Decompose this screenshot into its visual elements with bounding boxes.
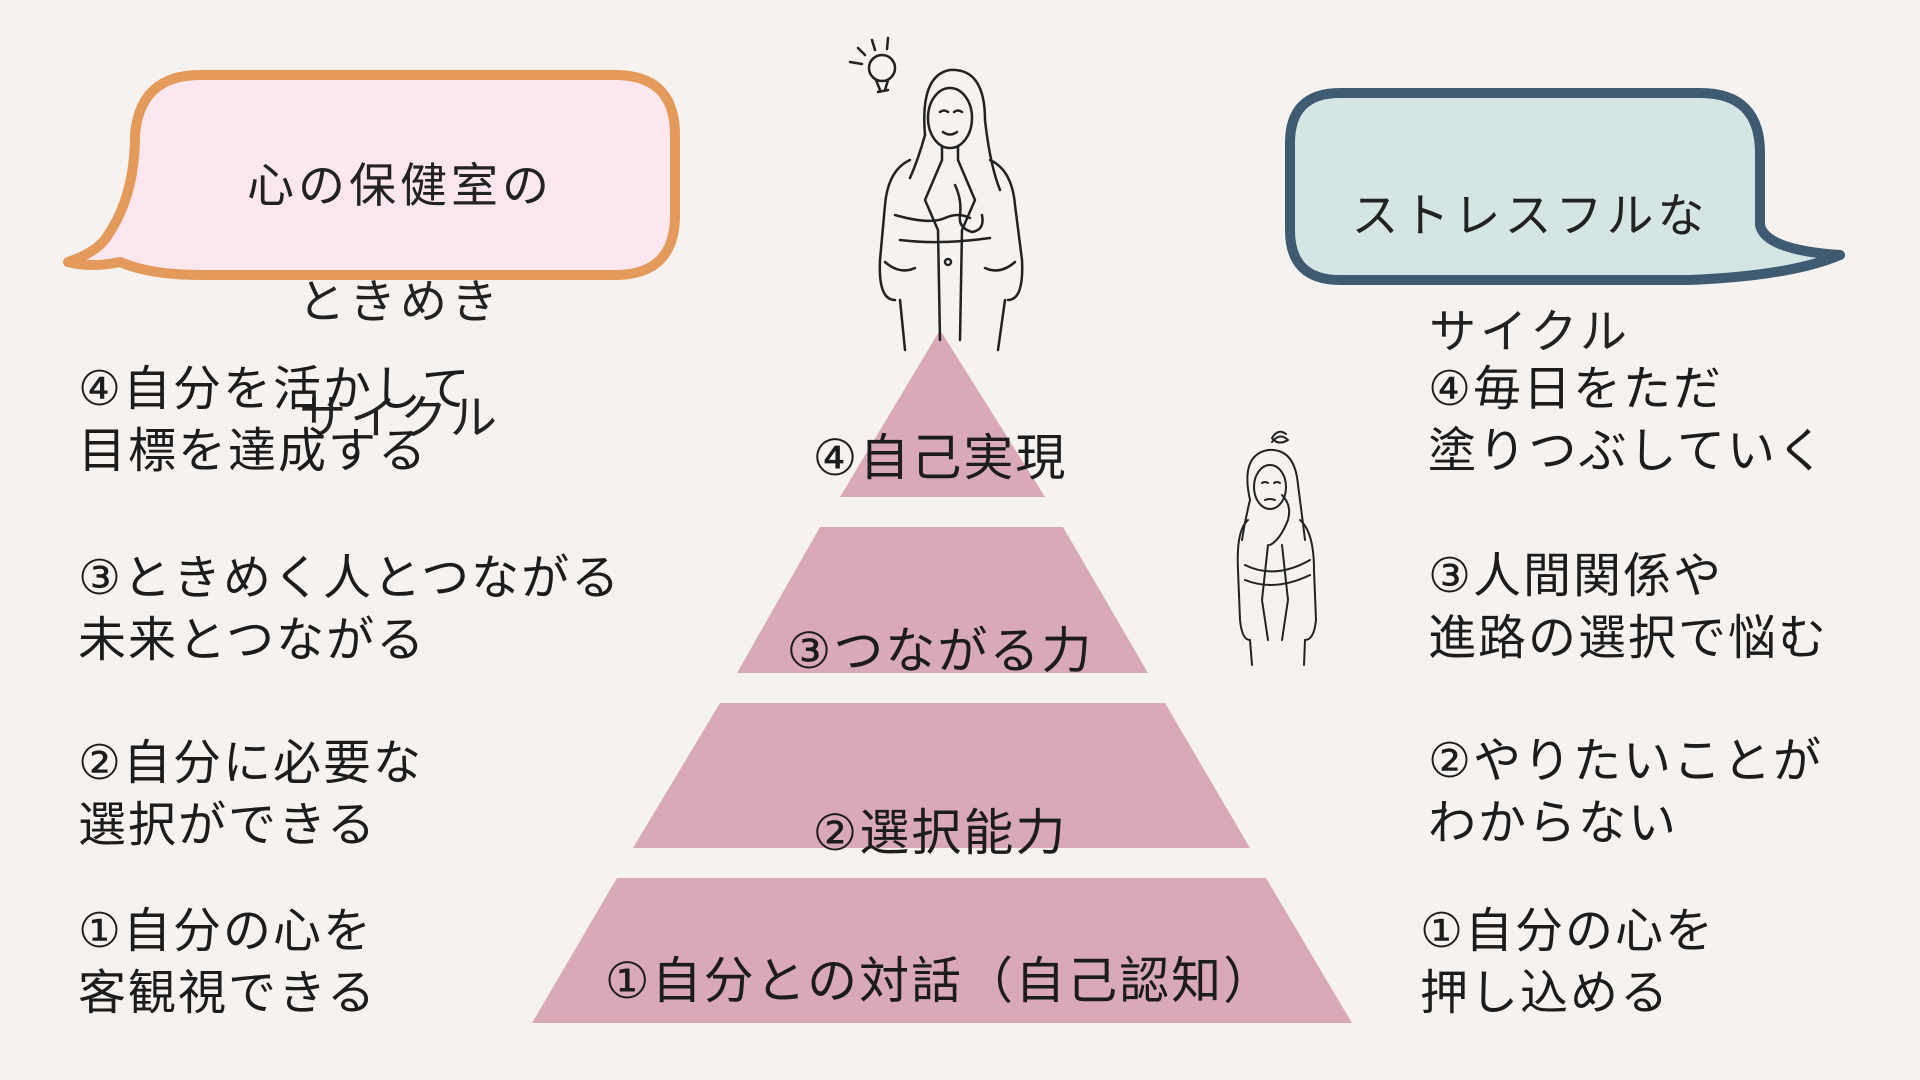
pyramid-label-4: ④自己実現 xyxy=(812,429,1068,487)
pyramid-label-3: ③つながる力 xyxy=(786,622,1094,680)
left-item-line: ②自分に必要な xyxy=(78,735,424,791)
pyramid-tier-3 xyxy=(737,527,1148,673)
bubble-right-shape xyxy=(1285,88,1845,285)
left-item-2: ②自分に必要な 選択ができる xyxy=(78,732,423,856)
bubble-right-line: サイクル xyxy=(1429,305,1631,360)
right-item-line: わからない xyxy=(1428,795,1679,851)
left-item-4: ④自分を活かして 目標を達成する xyxy=(78,358,472,482)
right-item-line: ④毎日をただ xyxy=(1428,361,1724,417)
pyramid-label-1: ①自分との対話（自己認知） xyxy=(604,952,1276,1010)
left-item-line: 客観視できる xyxy=(78,965,378,1021)
lightbulb-icon xyxy=(848,36,897,94)
pyramid-tier-4 xyxy=(840,330,1045,497)
left-item-line: ①自分の心を xyxy=(78,903,374,959)
worried-woman-icon xyxy=(1236,430,1317,666)
left-item-1: ①自分の心を 客観視できる xyxy=(78,900,377,1024)
pyramid-tier-2 xyxy=(633,703,1250,848)
bubble-right-line: ストレスフルな xyxy=(1351,189,1709,244)
pyramid-label-2: ②選択能力 xyxy=(812,804,1068,862)
right-item-line: ①自分の心を xyxy=(1420,903,1716,959)
left-item-line: ④自分を活かして xyxy=(78,361,472,417)
right-item-3: ③人間関係や 進路の選択で悩む xyxy=(1428,545,1828,669)
left-item-line: 未来とつながる xyxy=(78,612,427,668)
right-item-1: ①自分の心を 押し込める xyxy=(1420,900,1715,1024)
right-item-2: ②やりたいことが わからない xyxy=(1428,730,1823,854)
right-item-line: ③人間関係や xyxy=(1428,548,1724,604)
bubble-right-text: ストレスフルな サイクル xyxy=(1300,130,1760,420)
pyramid-tier-1 xyxy=(532,878,1352,1023)
confident-woman-icon xyxy=(878,68,1024,352)
bubble-left-shape xyxy=(63,70,680,280)
right-item-line: ②やりたいことが xyxy=(1428,733,1824,789)
bubble-left-line: サイクル xyxy=(299,391,501,446)
bubble-left-line: 心の保健室の xyxy=(247,159,553,214)
left-item-line: ③ときめく人とつながる xyxy=(78,550,622,606)
left-item-line: 目標を達成する xyxy=(78,423,429,479)
bubble-left-line: ときめき xyxy=(298,275,502,330)
left-item-3: ③ときめく人とつながる 未来とつながる xyxy=(78,547,621,671)
left-item-line: 選択ができる xyxy=(78,797,378,853)
right-item-line: 進路の選択で悩む xyxy=(1428,610,1829,666)
bubble-left-text: 心の保健室の ときめき サイクル xyxy=(160,100,640,506)
right-item-4: ④毎日をただ 塗りつぶしていく xyxy=(1428,358,1827,482)
right-item-line: 塗りつぶしていく xyxy=(1428,423,1828,479)
right-item-line: 押し込める xyxy=(1420,965,1671,1021)
